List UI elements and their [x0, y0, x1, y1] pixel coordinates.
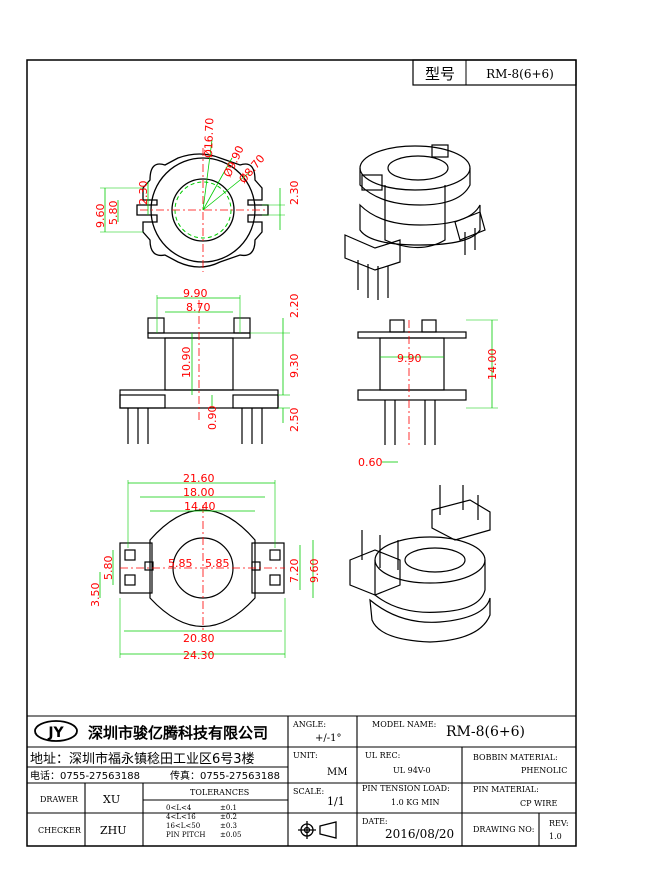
iso-view-bottom — [349, 485, 491, 643]
drawer-value: XU — [103, 793, 120, 806]
angle-label: ANGLE: — [292, 720, 326, 729]
model-value: RM-8(6+6) — [446, 724, 525, 740]
title-block: JY 深圳市骏亿腾科技有限公司 地址：深圳市福永镇稔田工业区6号3楼 电话：07… — [27, 715, 576, 846]
ul-label: UL REC: — [365, 751, 400, 760]
drawing-no-label: DRAWING NO: — [473, 825, 534, 834]
dim-bot-2160: 21.60 — [183, 472, 215, 485]
drawer-label: DRAWER — [40, 795, 79, 804]
side-view: 9.90 8.70 10.90 2.20 9.30 2.50 0.90 — [119, 287, 301, 444]
tolerance-value: ±0.3 — [220, 822, 237, 830]
logo-text: JY — [47, 725, 64, 741]
drawing-frame — [26, 59, 577, 847]
dim-side-870: 8.70 — [186, 301, 211, 314]
pin-material-value: CP WIRE — [520, 799, 557, 808]
pin-tension-value: 1.0 KG MIN — [391, 798, 440, 807]
dim-bot-2080: 20.80 — [183, 632, 215, 645]
dim-bot-585-right: 5.85 — [205, 557, 230, 570]
dim-bot-1440: 14.40 — [184, 500, 216, 513]
ul-value: UL 94V-0 — [393, 766, 431, 775]
model-label: MODEL NAME: — [372, 720, 436, 729]
unit-value: MM — [327, 767, 347, 778]
projection-symbol-icon — [298, 821, 337, 839]
dim-top-230-right: 2.30 — [288, 181, 301, 206]
tolerance-range: 0<L<4 — [166, 804, 192, 812]
tolerance-value: ±0.05 — [220, 831, 241, 839]
pin-material-label: PIN MATERIAL: — [473, 785, 539, 794]
dim-outer-dia: Ø16.70 — [202, 118, 216, 159]
top-view: Ø16.70 Ø9.90 Ø8.70 9.60 5.80 2.30 2.30 — [94, 118, 301, 272]
tolerances-label: TOLERANCES — [190, 788, 249, 797]
dim-top-960: 9.60 — [94, 204, 107, 229]
dim-bot-720: 7.20 — [288, 559, 301, 584]
dim-top-230-left: 2.30 — [137, 181, 150, 206]
unit-label: UNIT: — [293, 751, 318, 760]
company-address: 地址：深圳市福永镇稔田工业区6号3楼 — [30, 751, 255, 767]
date-value: 2016/08/20 — [385, 827, 454, 841]
dim-bot-580: 5.80 — [102, 556, 115, 581]
iso-view-top — [344, 144, 486, 300]
tolerance-range: 16<L<50 — [166, 822, 200, 830]
tolerance-range: PIN PITCH — [166, 831, 205, 839]
dim-side-990: 9.90 — [183, 287, 208, 300]
company-logo — [34, 720, 78, 742]
dim-bot-2430: 24.30 — [183, 649, 215, 662]
type-header: 型号 RM-8(6+6) — [412, 59, 577, 86]
dim-bot-1800: 18.00 — [183, 486, 215, 499]
bobbin-value: PHENOLIC — [521, 766, 567, 775]
dim-side2-1400: 14.00 — [486, 349, 499, 381]
dim-bot-960: 9.60 — [308, 559, 321, 584]
checker-label: CHECKER — [38, 826, 82, 835]
rev-value: 1.0 — [549, 832, 562, 841]
scale-label: SCALE: — [293, 787, 324, 796]
angle-value: +/-1° — [315, 733, 342, 744]
tolerance-range: 4<L<16 — [166, 813, 196, 821]
type-label: 型号 — [425, 65, 455, 83]
dim-bot-350: 3.50 — [89, 583, 102, 608]
bobbin-label: BOBBIN MATERIAL: — [473, 753, 558, 762]
dim-side-250: 2.50 — [288, 408, 301, 433]
date-label: DATE: — [362, 817, 388, 826]
checker-value: ZHU — [100, 824, 127, 837]
company-fax: 传真：0755-27563188 — [170, 769, 280, 782]
dim-side-220: 2.20 — [288, 294, 301, 319]
rev-label: REV: — [549, 819, 569, 828]
dim-bot-585-left: 5.85 — [168, 557, 193, 570]
dim-side-090: 0.90 — [206, 406, 219, 431]
tolerance-value: ±0.2 — [220, 813, 237, 821]
dim-top-580: 5.80 — [107, 201, 120, 226]
pin-tension-label: PIN TENSION LOAD: — [362, 784, 450, 793]
scale-value: 1/1 — [327, 795, 345, 808]
side-view-2: 9.90 14.00 0.60 — [357, 319, 499, 469]
dim-side-1090: 10.90 — [180, 347, 193, 379]
dim-side2-060: 0.60 — [358, 456, 383, 469]
company-phone: 电话：0755-27563188 — [30, 769, 140, 782]
company-name: 深圳市骏亿腾科技有限公司 — [88, 724, 268, 742]
tolerance-value: ±0.1 — [220, 804, 237, 812]
type-value: RM-8(6+6) — [486, 67, 554, 81]
bottom-view: 21.60 18.00 14.40 20.80 24.30 5.80 3.50 … — [89, 472, 321, 662]
dim-side2-990: 9.90 — [397, 352, 422, 365]
dim-side-930: 9.30 — [288, 354, 301, 379]
